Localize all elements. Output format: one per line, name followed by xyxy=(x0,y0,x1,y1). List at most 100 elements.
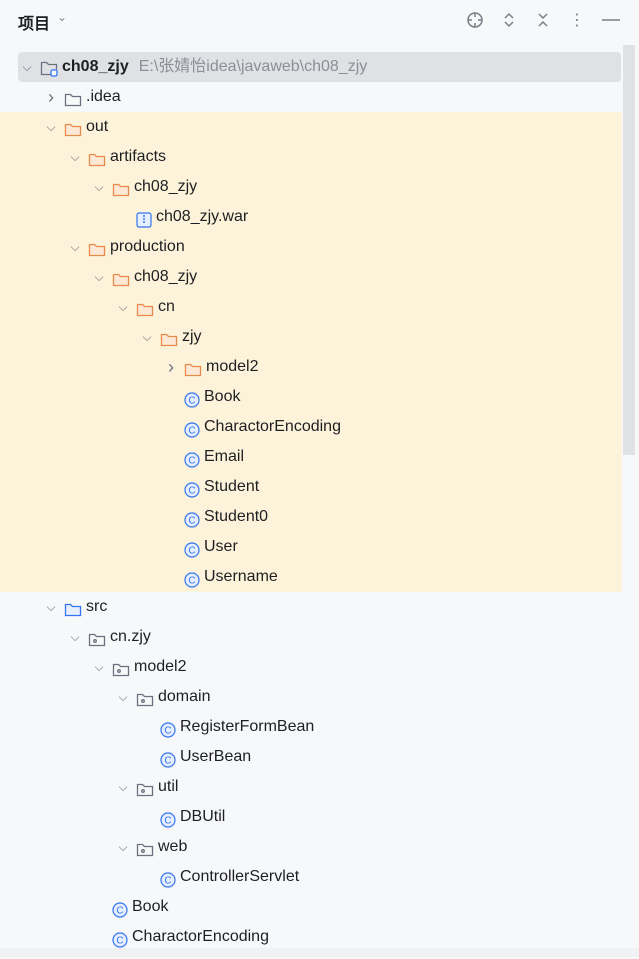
node-label: cn.zjy xyxy=(110,628,151,645)
tree-node[interactable]: C RegisterFormBean xyxy=(0,712,622,742)
tree-node[interactable]: ⌵ web xyxy=(0,832,622,862)
chevron-down-icon: ⌄ xyxy=(56,10,68,24)
node-label-group: Student0 xyxy=(204,502,268,532)
chevron-down-icon[interactable]: ⌵ xyxy=(22,60,32,74)
chevron-down-icon[interactable]: ⌵ xyxy=(46,600,56,614)
package-icon xyxy=(136,779,154,797)
node-label: Book xyxy=(204,388,241,405)
node-label-group: production xyxy=(110,232,185,262)
class-icon: C xyxy=(160,869,176,888)
node-label: User xyxy=(204,538,238,555)
tree-node[interactable]: ⌵util xyxy=(0,772,622,802)
hide-icon[interactable] xyxy=(601,10,621,30)
excluded-folder-icon xyxy=(112,179,130,197)
excluded-folder-icon xyxy=(88,149,106,167)
excluded-folder-icon xyxy=(136,299,154,317)
class-icon: C xyxy=(184,569,200,588)
tree-node[interactable]: ⌵ production xyxy=(0,232,622,262)
class-icon: C xyxy=(184,479,200,498)
more-options-icon[interactable]: ⋮ xyxy=(569,12,585,29)
svg-text:C: C xyxy=(188,486,195,497)
node-label: ch08_zjy.war xyxy=(156,208,249,225)
vertical-scrollbar[interactable] xyxy=(623,45,635,455)
tree-node[interactable]: ⌵model2 xyxy=(0,652,622,682)
tree-node[interactable]: ⌵ artifacts xyxy=(0,142,622,172)
node-label-group: artifacts xyxy=(110,142,166,172)
class-icon: C xyxy=(184,539,200,558)
horizontal-scrollbar[interactable] xyxy=(0,948,639,957)
node-label-group: ch08_zjy xyxy=(134,172,197,202)
chevron-down-icon[interactable]: ⌵ xyxy=(70,240,80,254)
node-label: model2 xyxy=(206,358,259,375)
node-label: CharactorEncoding xyxy=(132,928,269,945)
svg-text:C: C xyxy=(188,456,195,467)
chevron-down-icon[interactable]: ⌵ xyxy=(118,300,128,314)
node-label: web xyxy=(158,838,188,855)
svg-text:C: C xyxy=(164,816,171,827)
chevron-down-icon[interactable]: ⌵ xyxy=(118,780,128,794)
node-label-group: Book xyxy=(132,892,168,922)
node-label: ch08_zjy xyxy=(62,58,129,75)
node-label: RegisterFormBean xyxy=(180,718,315,735)
tree-node[interactable]: C DBUtil xyxy=(0,802,622,832)
tree-node[interactable]: ⌵src xyxy=(0,592,622,622)
tree-node[interactable]: ⌵ ch08_zjy xyxy=(0,262,622,292)
tree-node[interactable]: ⌵ cn xyxy=(0,292,622,322)
class-icon: C xyxy=(160,809,176,828)
svg-text:C: C xyxy=(164,726,171,737)
chevron-right-icon[interactable]: › xyxy=(48,87,54,107)
chevron-down-icon[interactable]: ⌵ xyxy=(118,840,128,854)
chevron-down-icon[interactable]: ⌵ xyxy=(94,660,104,674)
package-icon xyxy=(136,839,154,857)
chevron-down-icon[interactable]: ⌵ xyxy=(46,120,56,134)
node-label: cn xyxy=(158,298,175,315)
chevron-down-icon[interactable]: ⌵ xyxy=(94,180,104,194)
node-label-group: DBUtil xyxy=(180,802,225,832)
node-label-group: UserBean xyxy=(180,742,251,772)
tree-node[interactable]: ⌵out xyxy=(0,112,622,142)
tree-node[interactable]: ⌵zjy xyxy=(0,322,622,352)
class-icon: C xyxy=(184,509,200,528)
locate-icon[interactable] xyxy=(465,10,485,30)
excluded-folder-icon xyxy=(112,269,130,287)
chevron-down-icon[interactable]: ⌵ xyxy=(70,150,80,164)
class-icon: C xyxy=(160,719,176,738)
node-label-group: ch08_zjy xyxy=(134,262,197,292)
node-label-group: .idea xyxy=(86,82,121,112)
node-label: Username xyxy=(204,568,278,585)
chevron-down-icon[interactable]: ⌵ xyxy=(70,630,80,644)
node-label: Student xyxy=(204,478,260,495)
collapse-all-icon[interactable] xyxy=(533,10,553,30)
tree-node[interactable]: › .idea xyxy=(0,82,622,112)
project-panel-header: 项目 ⌄ ⋮ xyxy=(0,0,639,44)
tree-node[interactable]: ⌵ cn.zjy xyxy=(0,622,622,652)
tree-node[interactable]: ⌵ ch08_zjy xyxy=(0,172,622,202)
chevron-right-icon[interactable]: › xyxy=(168,357,174,377)
project-view-selector[interactable]: 项目 ⌄ xyxy=(18,10,67,34)
chevron-down-icon[interactable]: ⌵ xyxy=(142,330,152,344)
tree-node[interactable]: C Student xyxy=(0,472,622,502)
tree-node[interactable]: ch08_zjy.war xyxy=(0,202,622,232)
tree-node[interactable]: › model2 xyxy=(0,352,622,382)
chevron-down-icon[interactable]: ⌵ xyxy=(94,270,104,284)
node-label: Book xyxy=(132,898,169,915)
chevron-down-icon[interactable]: ⌵ xyxy=(118,690,128,704)
class-icon: C xyxy=(184,449,200,468)
tree-node[interactable]: ⌵domain xyxy=(0,682,622,712)
excluded-folder-icon xyxy=(184,359,202,377)
panel-title: 项目 xyxy=(18,16,51,33)
expand-all-icon[interactable] xyxy=(499,10,519,30)
